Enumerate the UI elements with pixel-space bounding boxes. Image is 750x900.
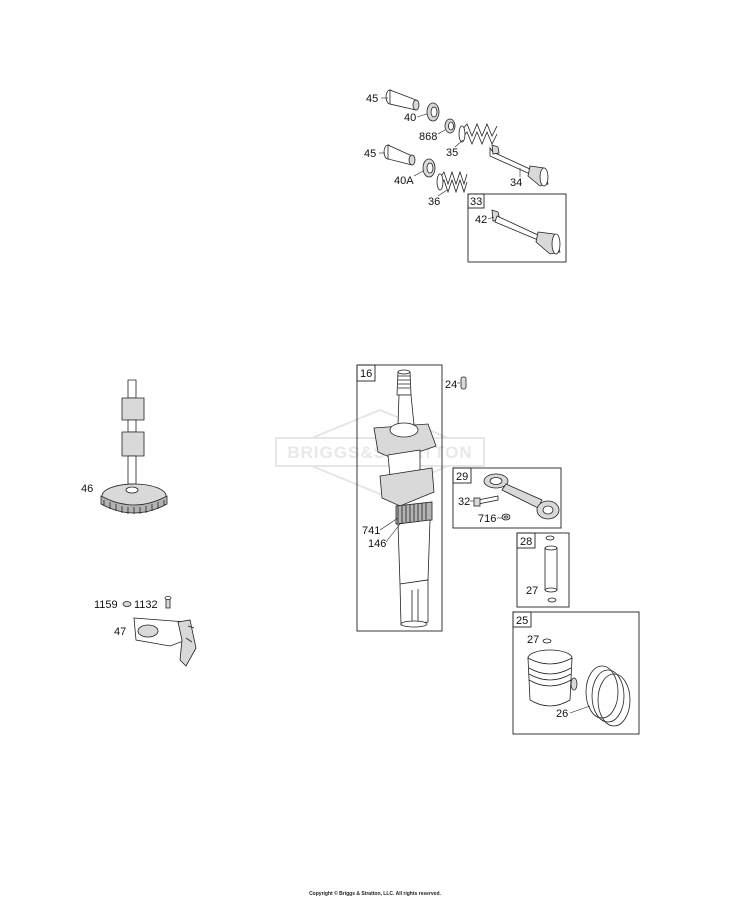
piston-group: 25 27 26	[512, 611, 640, 735]
washer-1159	[122, 601, 132, 607]
callout-27-pin: 27	[526, 585, 538, 597]
crankshaft-key	[460, 376, 467, 390]
valve-spring-lower	[436, 170, 468, 194]
callout-40: 40	[404, 112, 416, 124]
box-33	[467, 193, 567, 263]
camshaft-group: 46	[81, 379, 168, 514]
copyright-notice: Copyright © Briggs & Stratton, LLC. All …	[309, 891, 441, 897]
camshaft	[100, 379, 168, 514]
intake-valve	[491, 209, 561, 255]
callout-40a: 40A	[394, 175, 414, 187]
valve-train-group: 45 40 868 35 34	[364, 89, 567, 263]
callout-716: 716	[478, 513, 496, 525]
valve-collar	[444, 118, 456, 134]
callout-47: 47	[114, 626, 126, 638]
callout-42: 42	[475, 214, 487, 226]
callout-26: 26	[556, 708, 568, 720]
box-label-28: 28	[520, 536, 532, 548]
piston	[527, 649, 578, 707]
box-25	[512, 611, 640, 735]
connecting-rod	[483, 473, 560, 520]
box-label-25: 25	[516, 615, 528, 627]
wrist-pin-group: 28 27	[516, 532, 570, 608]
box-29	[452, 467, 562, 529]
callout-1132: 1132	[134, 599, 158, 611]
callout-146: 146	[368, 538, 386, 550]
exhaust-valve	[489, 144, 549, 187]
tappet-upper	[385, 89, 420, 111]
rod-washer	[501, 513, 511, 521]
box-label-29: 29	[456, 471, 468, 483]
wrist-pin	[544, 535, 558, 603]
piston-rings	[585, 665, 631, 727]
callout-45-upper: 45	[366, 93, 378, 105]
callout-741: 741	[362, 525, 380, 537]
valve-retainer	[426, 102, 440, 122]
valve-retainer-a	[422, 158, 436, 178]
connecting-rod-group: 29 32 716	[452, 467, 562, 529]
valve-spring-upper	[458, 122, 498, 146]
callout-36: 36	[428, 196, 440, 208]
box-label-16: 16	[360, 368, 372, 380]
callout-24: 24	[445, 379, 457, 391]
tappet-lower	[383, 144, 416, 166]
box-28	[516, 532, 570, 608]
callout-1159: 1159	[94, 599, 118, 611]
callout-34: 34	[510, 177, 522, 189]
callout-35: 35	[446, 147, 458, 159]
box-label-33: 33	[470, 196, 482, 208]
rod-bolt	[473, 495, 499, 507]
callout-868: 868	[419, 131, 437, 143]
governor-bracket	[133, 617, 197, 667]
crankshaft-group: 16 741 146	[356, 364, 443, 632]
screw-1132	[164, 596, 172, 609]
callout-27-clip: 27	[527, 634, 539, 646]
callout-46: 46	[81, 483, 93, 495]
piston-retainer-clip	[542, 638, 552, 644]
governor-bracket-group: 1159 1132 47	[94, 596, 197, 667]
callout-45-lower: 45	[364, 148, 376, 160]
callout-32: 32	[458, 496, 470, 508]
crankshaft	[373, 369, 437, 628]
box-16	[356, 364, 443, 632]
